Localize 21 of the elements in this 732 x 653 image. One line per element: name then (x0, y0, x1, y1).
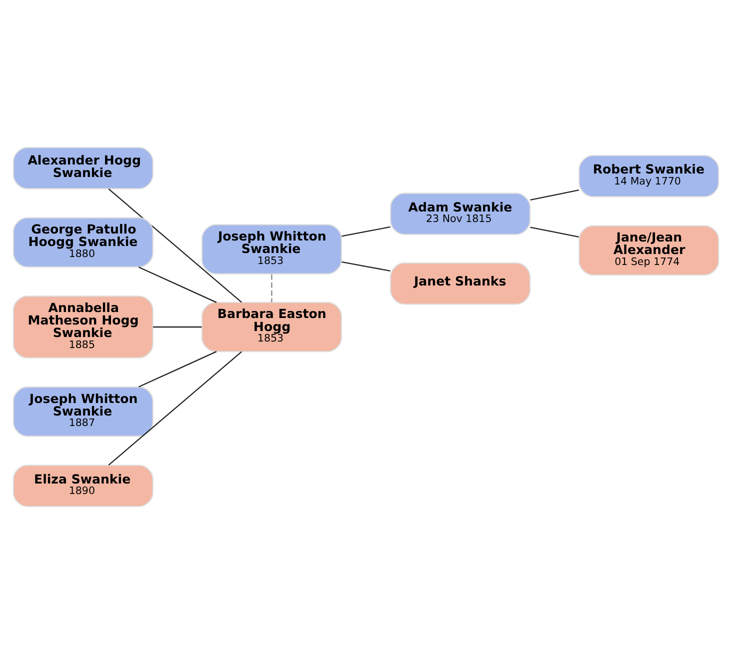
node-box: Jane/Jean Alexander 01 Sep 1774 (578, 224, 720, 276)
node-box: Annabella Matheson Hogg Swankie 1885 (12, 295, 154, 358)
node-box: Joseph Whitton Swankie 1887 (12, 386, 154, 436)
connector (108, 350, 242, 466)
node-box: Eliza Swankie 1890 (12, 464, 154, 506)
connector (108, 188, 242, 302)
node-box: Janet Shanks (390, 262, 531, 304)
connector (138, 350, 217, 387)
connector (342, 260, 390, 271)
node-box: George Patullo Hoogg Swankie 1880 (12, 216, 154, 268)
node-box: Joseph Whitton Swankie 1853 (201, 224, 342, 274)
connector (271, 274, 272, 302)
connector (153, 326, 202, 328)
connector (530, 226, 579, 237)
node-box: Alexander Hogg Swankie (12, 146, 154, 189)
node-box: Barbara Easton Hogg 1853 (201, 301, 342, 352)
node-box: Adam Swankie 23 Nov 1815 (390, 192, 531, 234)
connector (138, 266, 217, 302)
connector (530, 189, 579, 200)
node-box: Robert Swankie 14 May 1770 (578, 154, 720, 197)
connector (342, 226, 390, 236)
